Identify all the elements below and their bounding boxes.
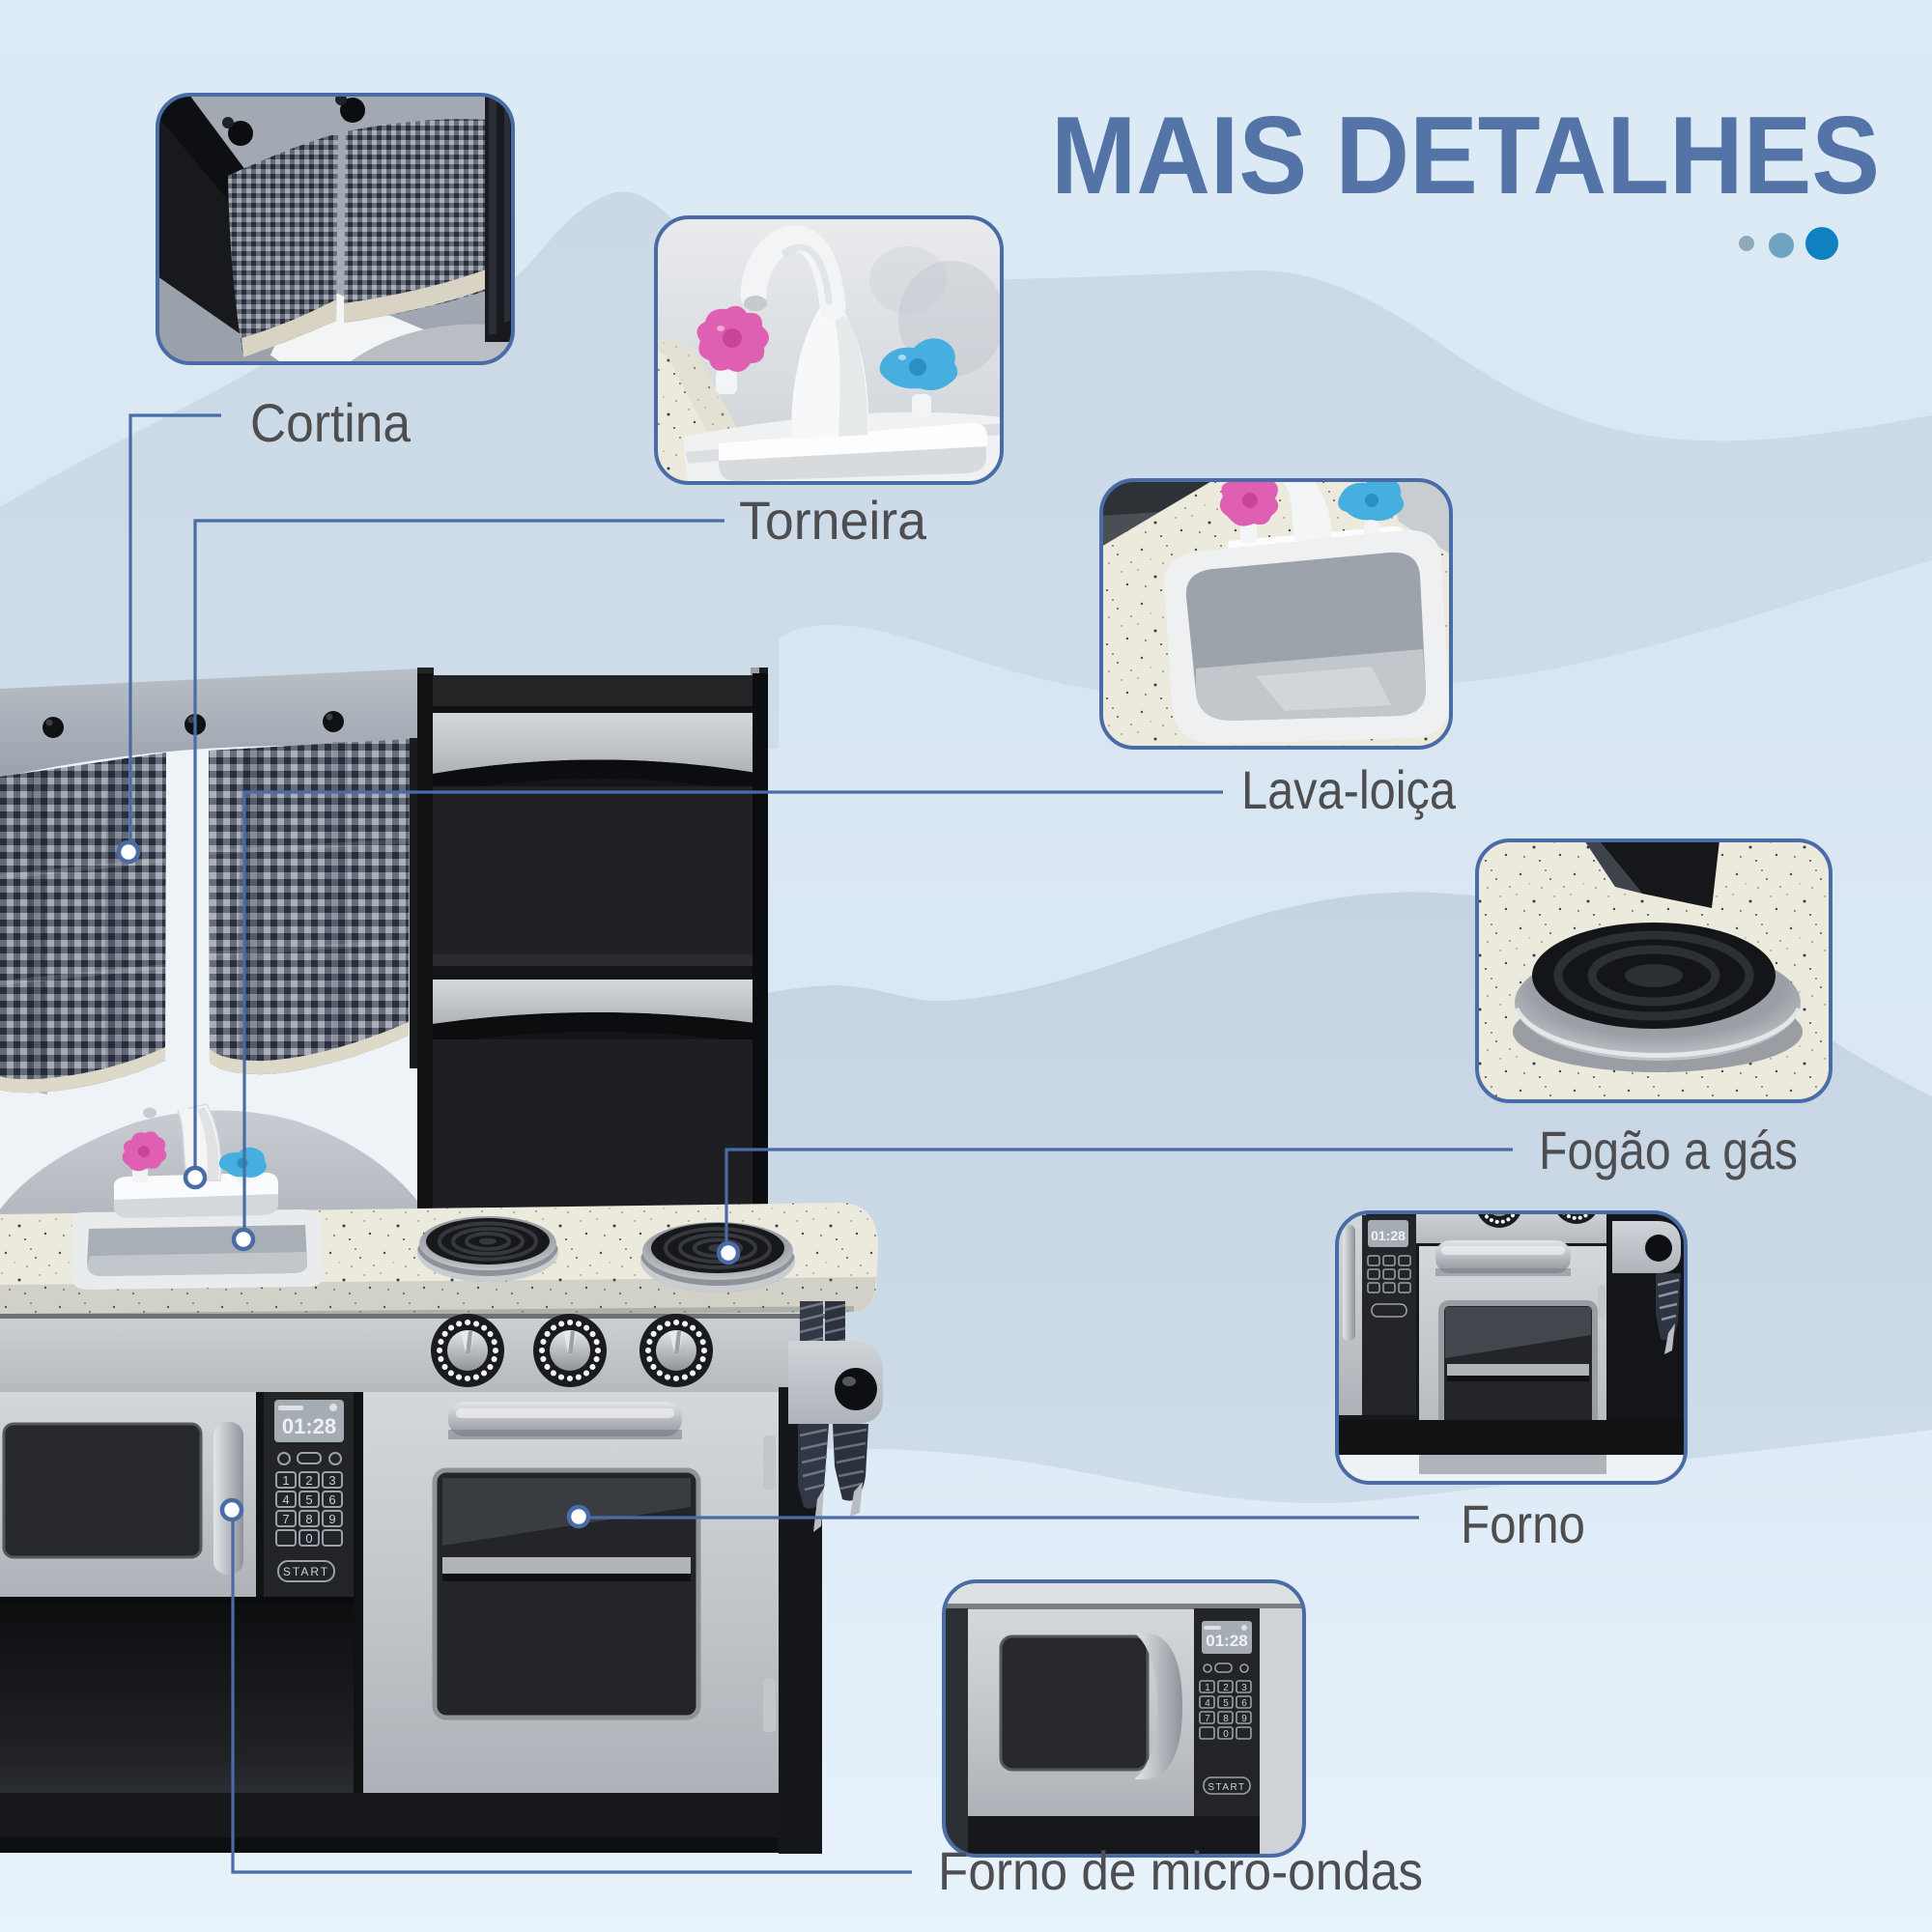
svg-text:3: 3 <box>1241 1683 1247 1693</box>
svg-text:1: 1 <box>282 1473 289 1488</box>
svg-text:Forno de micro-ondas: Forno de micro-ondas <box>938 1840 1423 1901</box>
svg-text:2: 2 <box>1223 1683 1229 1693</box>
svg-text:9: 9 <box>1241 1714 1247 1724</box>
svg-text:3: 3 <box>328 1473 335 1488</box>
svg-text:8: 8 <box>1223 1714 1229 1724</box>
svg-text:9: 9 <box>328 1512 335 1526</box>
svg-text:8: 8 <box>305 1512 312 1526</box>
svg-text:Forno: Forno <box>1461 1493 1585 1554</box>
svg-text:Lava-loiça: Lava-loiça <box>1241 759 1457 820</box>
svg-text:2: 2 <box>305 1473 312 1488</box>
svg-text:7: 7 <box>1205 1714 1210 1724</box>
svg-text:1: 1 <box>1205 1683 1210 1693</box>
svg-text:Fogão a gás: Fogão a gás <box>1539 1120 1798 1180</box>
svg-text:START: START <box>1208 1782 1245 1793</box>
svg-text:Torneira: Torneira <box>739 490 927 551</box>
svg-text:6: 6 <box>328 1492 335 1507</box>
svg-text:START: START <box>283 1565 329 1578</box>
svg-text:4: 4 <box>1205 1698 1210 1709</box>
svg-text:01:28: 01:28 <box>1371 1228 1406 1243</box>
svg-text:01:28: 01:28 <box>282 1414 336 1438</box>
svg-text:7: 7 <box>282 1512 289 1526</box>
svg-text:5: 5 <box>1223 1698 1229 1709</box>
svg-text:01:28: 01:28 <box>1206 1632 1247 1650</box>
svg-text:Cortina: Cortina <box>250 392 412 453</box>
svg-text:4: 4 <box>282 1492 289 1507</box>
svg-text:5: 5 <box>305 1492 312 1507</box>
svg-text:0: 0 <box>1223 1729 1229 1740</box>
svg-text:6: 6 <box>1241 1698 1247 1709</box>
svg-text:0: 0 <box>305 1531 312 1546</box>
svg-text:MAIS DETALHES: MAIS DETALHES <box>1051 95 1880 217</box>
